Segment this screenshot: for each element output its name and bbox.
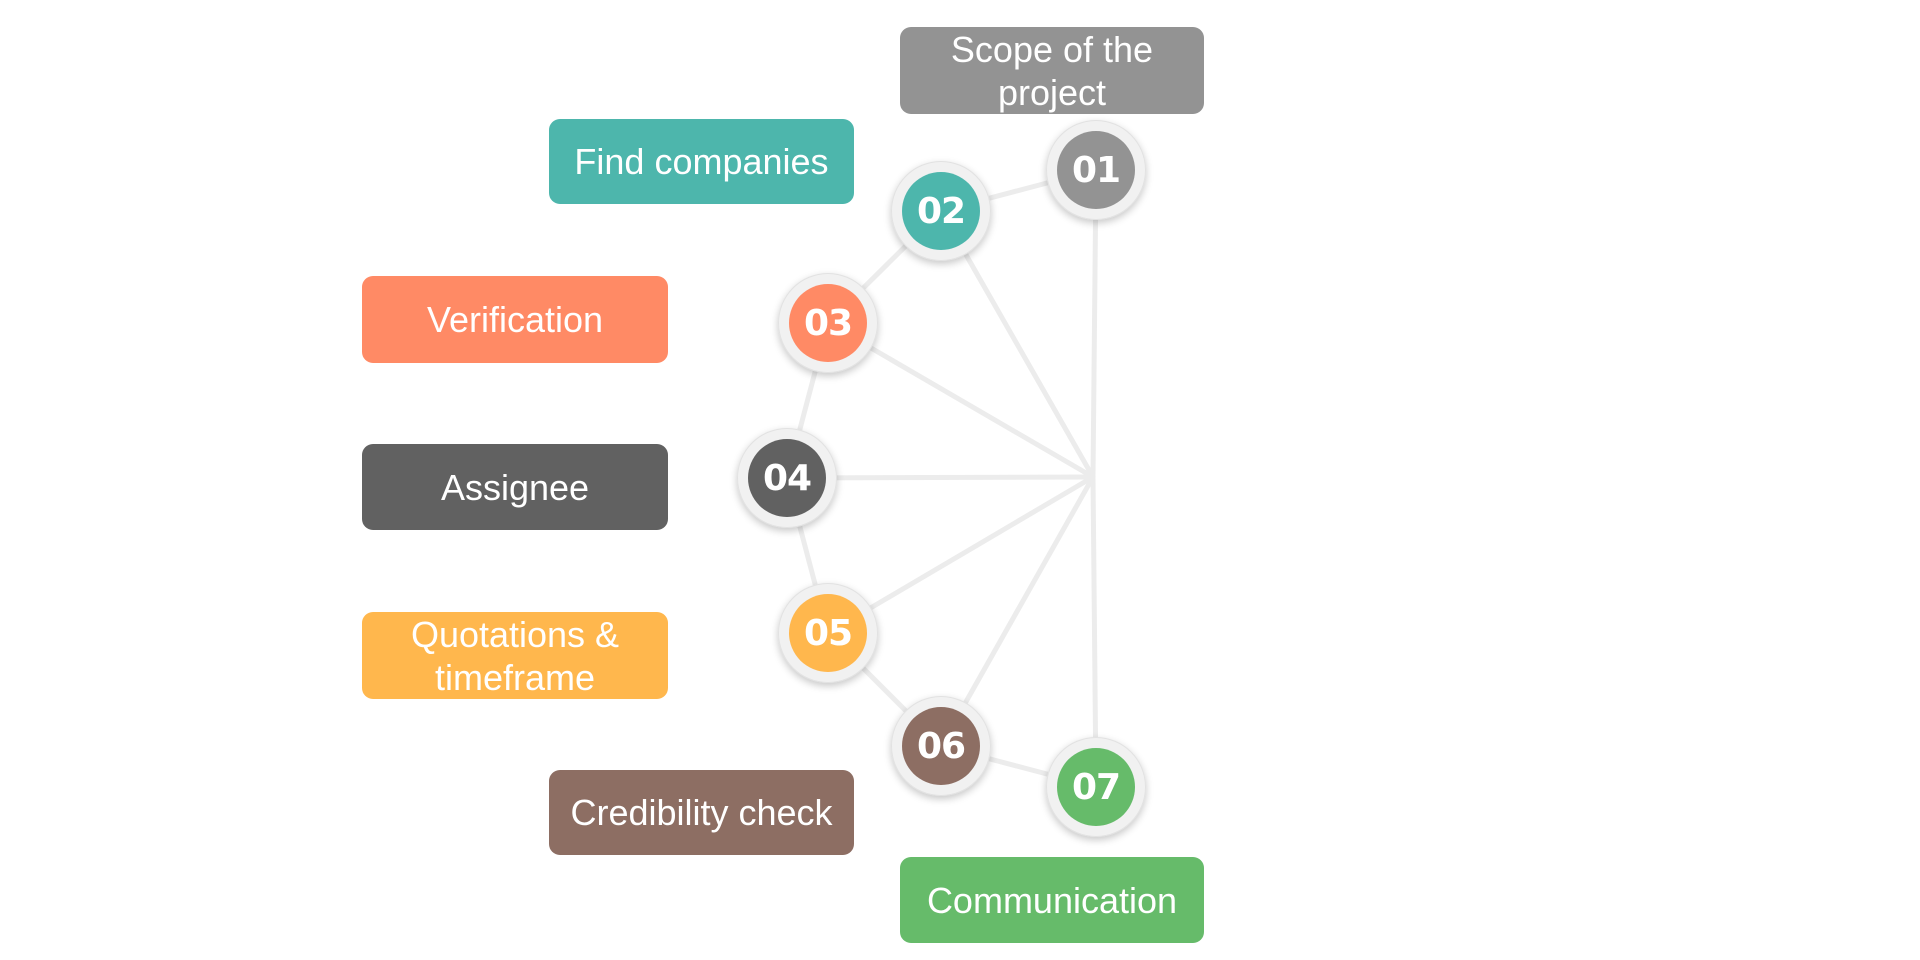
step-label-01: Scope of the project <box>900 27 1204 114</box>
spoke-line-5 <box>825 474 1096 636</box>
spoke-line-2 <box>938 208 1096 480</box>
step-label-06: Credibility check <box>549 770 854 855</box>
step-label-07: Communication <box>900 857 1204 943</box>
spoke-line-6 <box>938 474 1096 749</box>
step-label-04: Assignee <box>362 444 668 530</box>
spoke-line-1 <box>1090 167 1099 480</box>
spoke-line-7 <box>1090 474 1099 790</box>
spoke-line-4 <box>784 474 1096 481</box>
step-number-01: 01 <box>1057 131 1135 209</box>
spoke-line-3 <box>825 320 1096 480</box>
step-label-05: Quotations & timeframe <box>362 612 668 699</box>
step-number-06: 06 <box>902 707 980 785</box>
step-number-02: 02 <box>902 172 980 250</box>
step-number-04: 04 <box>748 439 826 517</box>
step-label-02: Find companies <box>549 119 854 204</box>
step-number-07: 07 <box>1057 748 1135 826</box>
step-number-05: 05 <box>789 594 867 672</box>
step-number-03: 03 <box>789 284 867 362</box>
step-label-03: Verification <box>362 276 668 363</box>
